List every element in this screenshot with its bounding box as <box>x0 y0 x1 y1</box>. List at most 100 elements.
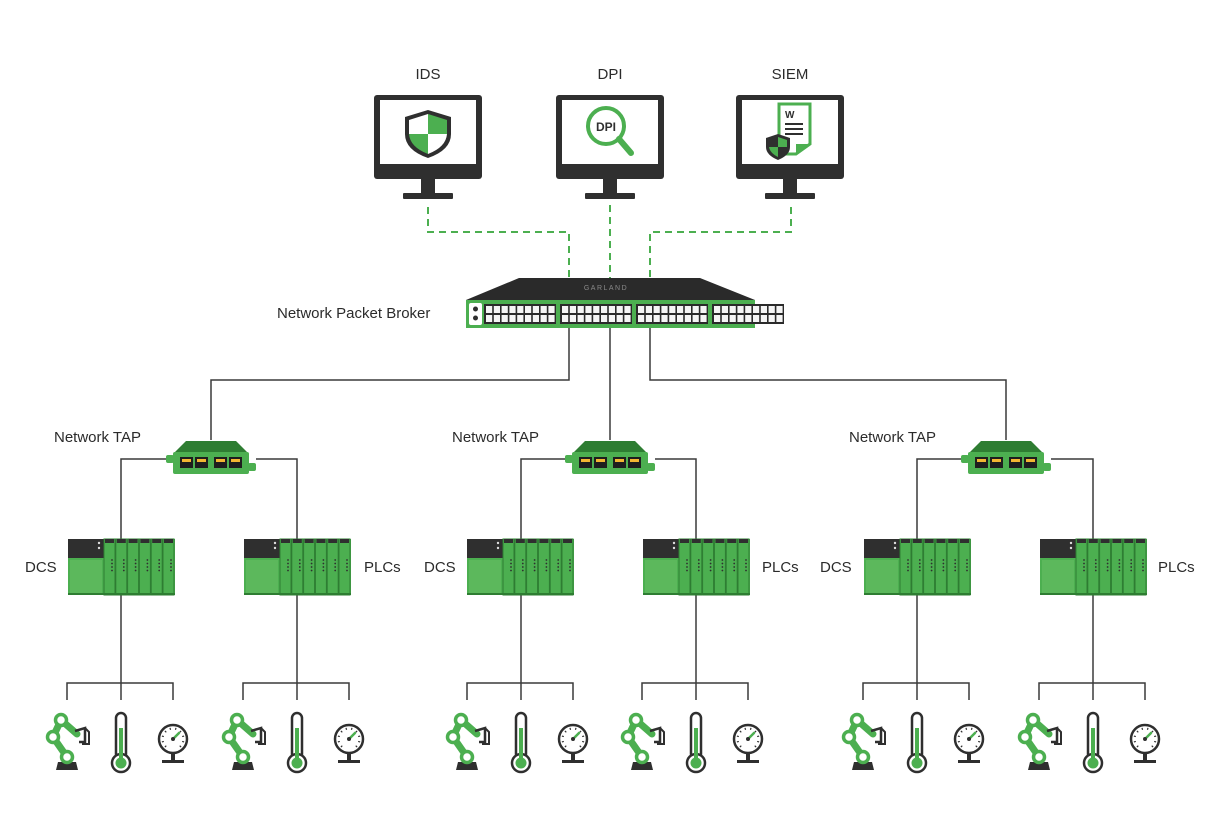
dpi-label: DPI <box>597 66 623 83</box>
broker-logo: GARLAND <box>584 285 628 292</box>
monitor-stand <box>585 193 635 199</box>
controller-module-led <box>533 566 536 568</box>
controller-module-led <box>942 559 945 561</box>
controller-module-cap <box>281 539 290 543</box>
controller-module <box>1134 538 1147 596</box>
tap-port <box>975 457 988 468</box>
controller-module-led <box>942 569 945 572</box>
controller-module <box>526 538 539 596</box>
broker-port <box>501 306 508 313</box>
controller-module-led <box>907 559 909 561</box>
controller-module-led <box>122 569 125 572</box>
controller-module-cap <box>901 539 910 543</box>
tap-port-contacts <box>197 459 206 462</box>
tap-ear <box>647 463 655 471</box>
controller-module <box>561 538 574 596</box>
broker-port <box>745 315 752 322</box>
broker-port <box>753 306 760 313</box>
controller-module <box>514 538 527 596</box>
controller-module-led <box>557 562 560 565</box>
controller-module <box>127 538 140 596</box>
controller-module <box>338 538 351 596</box>
broker-port <box>737 315 744 322</box>
controller-module <box>1110 538 1123 596</box>
controller-cpu-front <box>866 560 898 593</box>
robot-arm-icon <box>1017 712 1062 770</box>
controller-module-led <box>545 569 548 572</box>
controller-module-led <box>298 569 301 572</box>
controller-module-led <box>334 562 337 565</box>
controller-module-led <box>287 559 289 561</box>
packet-broker-label: Network Packet Broker <box>277 305 431 322</box>
controller-module-led <box>533 562 536 565</box>
monitor-neck <box>783 179 797 193</box>
controller-module-led <box>158 559 161 561</box>
controller-module-led <box>745 566 747 568</box>
tap-ear <box>565 455 573 463</box>
controller-module-led <box>1106 562 1109 565</box>
broker-port <box>714 306 721 313</box>
controller-module-led <box>709 562 712 565</box>
tap-port-contacts <box>977 459 986 462</box>
tap-link-plc <box>1051 458 1094 539</box>
document-shield-icon: W <box>766 102 812 160</box>
monitor-siem: W <box>736 95 844 199</box>
controller-module-led <box>298 566 301 568</box>
tap-port <box>1024 457 1037 468</box>
controller-module-led <box>1142 562 1144 565</box>
dcs-label-2: DCS <box>424 559 456 576</box>
controller-module-led <box>134 562 137 565</box>
controller-module-cap <box>924 539 934 543</box>
controller-module <box>946 538 959 596</box>
controller-module-cap <box>504 539 513 543</box>
controller-module-led <box>907 566 909 568</box>
controller-module-led <box>907 569 909 572</box>
controller-module-led <box>709 566 712 568</box>
monitor-stand <box>403 193 453 199</box>
controller-module-led <box>569 569 571 572</box>
controller-module-led <box>533 569 536 572</box>
siem-icon-text: W <box>785 110 795 121</box>
magnifier-icon: DPI <box>586 106 634 156</box>
network-tap-1 <box>166 441 256 474</box>
controller-module-cap <box>128 539 138 543</box>
controller-module-led <box>1083 559 1085 561</box>
controller-module-led <box>510 569 512 572</box>
controller-module-led <box>310 569 313 572</box>
controller-base <box>68 593 175 595</box>
controller-module-led <box>686 559 688 561</box>
controller-module-cap <box>703 539 713 543</box>
monitor-ids <box>374 95 482 199</box>
controller-module-led <box>322 562 325 565</box>
controller-module <box>678 538 691 596</box>
controller-module-led <box>697 566 700 568</box>
broker-port <box>768 306 775 313</box>
broker-port <box>616 315 623 322</box>
tap-port-contacts <box>596 459 605 462</box>
controller-module-led <box>287 562 289 565</box>
broker-port <box>714 315 721 322</box>
broker-port <box>700 315 707 322</box>
field-bus <box>1038 682 1146 700</box>
broker-port <box>509 306 516 313</box>
tap-link-plc <box>655 458 697 539</box>
controller-base <box>864 593 971 595</box>
broker-port <box>661 306 668 313</box>
controller-module-led <box>134 569 137 572</box>
broker-port <box>540 306 547 313</box>
monitor-neck <box>603 179 617 193</box>
broker-port <box>645 306 652 313</box>
broker-port <box>753 315 760 322</box>
broker-port <box>692 306 699 313</box>
broker-port <box>624 315 631 322</box>
broker-port <box>645 315 652 322</box>
controller-module <box>103 538 116 596</box>
controller-module <box>303 538 316 596</box>
controller-module-led <box>930 566 933 568</box>
controller-module-led <box>158 569 161 572</box>
controller-module-led <box>954 559 957 561</box>
controller-module-led <box>1142 569 1144 572</box>
shield-icon <box>405 110 451 158</box>
controller-module-led <box>545 562 548 565</box>
controller-module-led <box>298 559 301 561</box>
